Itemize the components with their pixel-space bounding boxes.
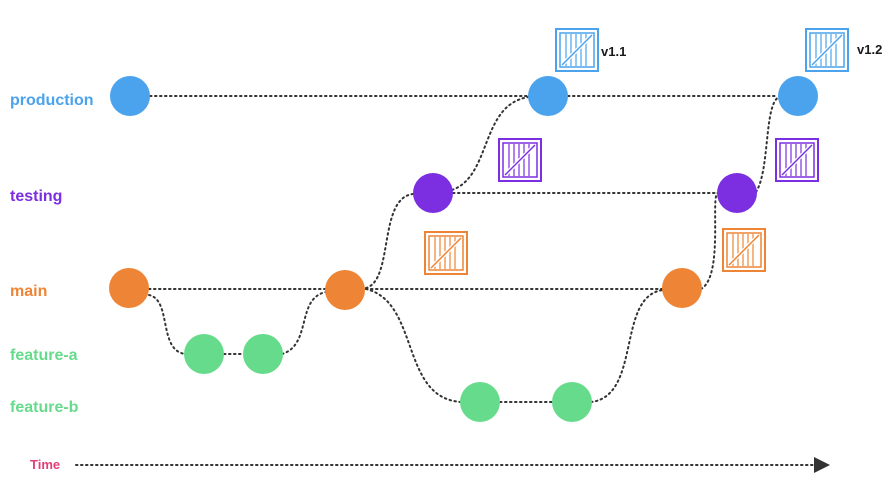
crate-icon-v1-1	[555, 28, 599, 72]
commit-testing-2	[717, 173, 757, 213]
edges	[148, 95, 780, 403]
commit-testing-1	[413, 173, 453, 213]
commit-feature-a-1	[184, 334, 224, 374]
edge-feature-b-to-main	[590, 289, 664, 403]
label-feature-a: feature-a	[10, 347, 78, 364]
label-production: production	[10, 92, 94, 109]
commit-main-1	[109, 268, 149, 308]
edge-main-to-testing-2	[700, 192, 719, 290]
commit-production-2	[528, 76, 568, 116]
time-label: Time	[30, 457, 60, 472]
label-feature-b: feature-b	[10, 399, 79, 416]
commit-main-2	[325, 270, 365, 310]
tag-v1-1: v1.1	[601, 44, 626, 59]
crate-icon-testing-1	[498, 138, 542, 182]
edge-feature-a-to-main	[281, 291, 327, 355]
edge-main-to-feature-a	[148, 294, 186, 355]
commit-production-1	[110, 76, 150, 116]
commit-production-3	[778, 76, 818, 116]
commit-main-3	[662, 268, 702, 308]
label-testing: testing	[10, 188, 62, 205]
edge-main-to-testing	[365, 193, 414, 289]
commit-feature-b-2	[552, 382, 592, 422]
label-main: main	[10, 283, 47, 300]
crate-icon-main-2	[722, 228, 766, 272]
commit-feature-a-2	[243, 334, 283, 374]
tag-v1-2: v1.2	[857, 42, 882, 57]
commit-feature-b-1	[460, 382, 500, 422]
commits	[109, 76, 818, 422]
crate-icon-main-1	[424, 231, 468, 275]
crate-icon-testing-2	[775, 138, 819, 182]
edge-testing-to-production	[451, 96, 530, 191]
edge-testing-to-production-2	[755, 96, 780, 193]
edge-main-to-feature-b	[365, 288, 462, 403]
crate-icon-v1-2	[805, 28, 849, 72]
